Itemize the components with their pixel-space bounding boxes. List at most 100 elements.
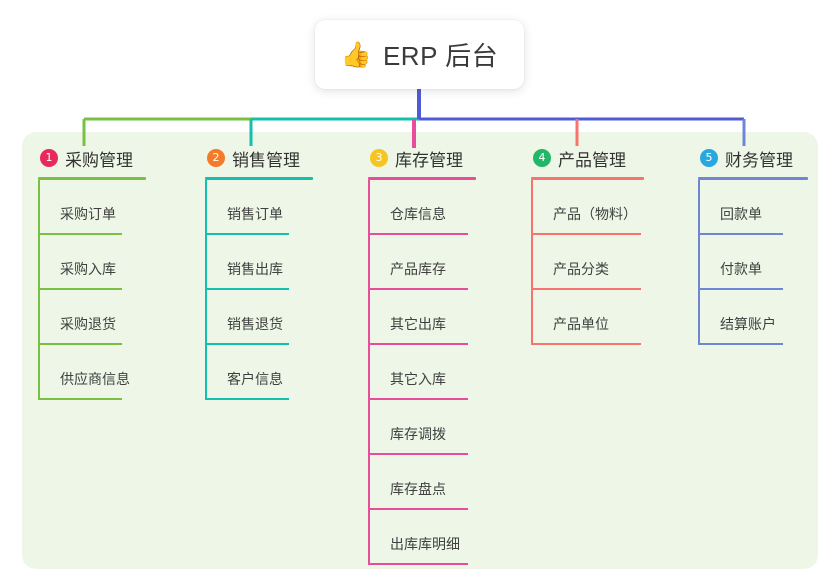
branch-title: 财务管理 bbox=[725, 150, 793, 170]
branch-number-badge: 3 bbox=[370, 149, 388, 167]
diagram-background-panel bbox=[22, 132, 818, 569]
branch-item-label: 结算账户 bbox=[720, 316, 776, 332]
branch-item-underline bbox=[698, 343, 783, 345]
branch-item-underline bbox=[38, 343, 122, 345]
branch-item-underline bbox=[368, 508, 468, 510]
branch-column-3: 3 库存管理仓库信息产品库存其它出库其它入库库存调拨库存盘点出库库明细 bbox=[368, 146, 476, 565]
branch-item[interactable]: 仓库信息 bbox=[368, 180, 476, 235]
branch-item-label: 采购入库 bbox=[60, 261, 116, 277]
branch-column-5: 5 财务管理回款单付款单结算账户 bbox=[698, 146, 808, 345]
branch-column-4: 4 产品管理产品（物料） 产品分类产品单位 bbox=[531, 146, 644, 345]
branch-item[interactable]: 销售退货 bbox=[205, 290, 313, 345]
branch-header-underline bbox=[368, 177, 476, 180]
root-node-title: ERP 后台 bbox=[382, 41, 499, 71]
branch-item[interactable]: 其它入库 bbox=[368, 345, 476, 400]
branch-item-underline bbox=[368, 343, 468, 345]
branch-number-badge: 5 bbox=[700, 149, 718, 167]
branch-number-badge: 2 bbox=[207, 149, 225, 167]
branch-item-list: 销售订单销售出库销售退货客户信息 bbox=[205, 180, 313, 400]
branch-item-label: 产品库存 bbox=[390, 261, 446, 277]
branch-item-list: 仓库信息产品库存其它出库其它入库库存调拨库存盘点出库库明细 bbox=[368, 180, 476, 565]
branch-title: 产品管理 bbox=[558, 150, 626, 170]
branch-header-4[interactable]: 4 产品管理 bbox=[531, 146, 644, 170]
branch-item-list: 产品（物料） 产品分类产品单位 bbox=[531, 180, 644, 345]
branch-number-badge: 4 bbox=[533, 149, 551, 167]
branch-item-label: 付款单 bbox=[720, 261, 762, 277]
branch-item[interactable]: 产品单位 bbox=[531, 290, 644, 345]
branch-item[interactable]: 库存盘点 bbox=[368, 455, 476, 510]
branch-item[interactable]: 采购订单 bbox=[38, 180, 146, 235]
branch-item-underline bbox=[698, 233, 783, 235]
branch-item-list: 回款单付款单结算账户 bbox=[698, 180, 808, 345]
branch-item-label: 采购退货 bbox=[60, 316, 116, 332]
branch-item-underline bbox=[38, 233, 122, 235]
branch-item-label: 库存调拨 bbox=[390, 426, 446, 442]
branch-item-label: 产品分类 bbox=[553, 261, 609, 277]
branch-item[interactable]: 其它出库 bbox=[368, 290, 476, 345]
branch-item[interactable]: 产品（物料） bbox=[531, 180, 644, 235]
branch-title: 销售管理 bbox=[232, 150, 300, 170]
branch-header-underline bbox=[205, 177, 313, 180]
branch-item[interactable]: 供应商信息 bbox=[38, 345, 146, 400]
branch-item-underline bbox=[38, 288, 122, 290]
branch-header-1[interactable]: 1 采购管理 bbox=[38, 146, 146, 170]
branch-item-underline bbox=[368, 233, 468, 235]
branch-item[interactable]: 库存调拨 bbox=[368, 400, 476, 455]
branch-item[interactable]: 回款单 bbox=[698, 180, 808, 235]
branch-header-underline bbox=[698, 177, 808, 180]
branch-item-list: 采购订单采购入库采购退货供应商信息 bbox=[38, 180, 146, 400]
branch-item[interactable]: 付款单 bbox=[698, 235, 808, 290]
branch-item-underline bbox=[698, 288, 783, 290]
branch-item-underline bbox=[38, 398, 122, 400]
root-node-card[interactable]: 👍 ERP 后台 bbox=[315, 20, 524, 89]
branch-item[interactable]: 客户信息 bbox=[205, 345, 313, 400]
branch-item-underline bbox=[205, 343, 289, 345]
branch-item-label: 其它入库 bbox=[390, 371, 446, 387]
branch-item-underline bbox=[205, 233, 289, 235]
branch-item[interactable]: 出库库明细 bbox=[368, 510, 476, 565]
branch-spine bbox=[698, 180, 700, 345]
branch-item-underline bbox=[368, 453, 468, 455]
branch-item-label: 销售出库 bbox=[227, 261, 283, 277]
branch-item[interactable]: 销售订单 bbox=[205, 180, 313, 235]
branch-item-underline bbox=[531, 343, 641, 345]
branch-column-2: 2 销售管理销售订单销售出库销售退货客户信息 bbox=[205, 146, 313, 400]
branch-item-label: 回款单 bbox=[720, 206, 762, 222]
branch-item-label: 出库库明细 bbox=[390, 536, 460, 552]
branch-item[interactable]: 采购入库 bbox=[38, 235, 146, 290]
branch-spine bbox=[368, 180, 370, 565]
branch-item-underline bbox=[531, 233, 641, 235]
branch-header-2[interactable]: 2 销售管理 bbox=[205, 146, 313, 170]
branch-header-5[interactable]: 5 财务管理 bbox=[698, 146, 808, 170]
branch-item-label: 库存盘点 bbox=[390, 481, 446, 497]
branch-item-label: 仓库信息 bbox=[390, 206, 446, 222]
branch-title: 采购管理 bbox=[65, 150, 133, 170]
branch-item[interactable]: 结算账户 bbox=[698, 290, 808, 345]
branch-item-label: 销售订单 bbox=[227, 206, 283, 222]
branch-item-label: 产品单位 bbox=[553, 316, 609, 332]
branch-column-1: 1 采购管理采购订单采购入库采购退货供应商信息 bbox=[38, 146, 146, 400]
branch-item-label: 采购订单 bbox=[60, 206, 116, 222]
branch-item[interactable]: 采购退货 bbox=[38, 290, 146, 345]
branch-item-label: 客户信息 bbox=[227, 371, 283, 387]
branch-header-underline bbox=[531, 177, 644, 180]
branch-header-underline bbox=[38, 177, 146, 180]
branch-item-label: 销售退货 bbox=[227, 316, 283, 332]
branch-number-badge: 1 bbox=[40, 149, 58, 167]
branch-item-underline bbox=[205, 288, 289, 290]
branch-item-underline bbox=[368, 398, 468, 400]
branch-header-3[interactable]: 3 库存管理 bbox=[368, 146, 476, 170]
branch-item[interactable]: 产品分类 bbox=[531, 235, 644, 290]
branch-item-underline bbox=[368, 563, 468, 565]
thumbs-up-icon: 👍 bbox=[340, 40, 372, 69]
branch-title: 库存管理 bbox=[395, 150, 463, 170]
branch-item-underline bbox=[368, 288, 468, 290]
branch-item-label: 产品（物料） bbox=[553, 206, 637, 222]
branch-item-underline bbox=[531, 288, 641, 290]
branch-item[interactable]: 销售出库 bbox=[205, 235, 313, 290]
branch-spine bbox=[531, 180, 533, 345]
branch-spine bbox=[38, 180, 40, 400]
branch-item[interactable]: 产品库存 bbox=[368, 235, 476, 290]
